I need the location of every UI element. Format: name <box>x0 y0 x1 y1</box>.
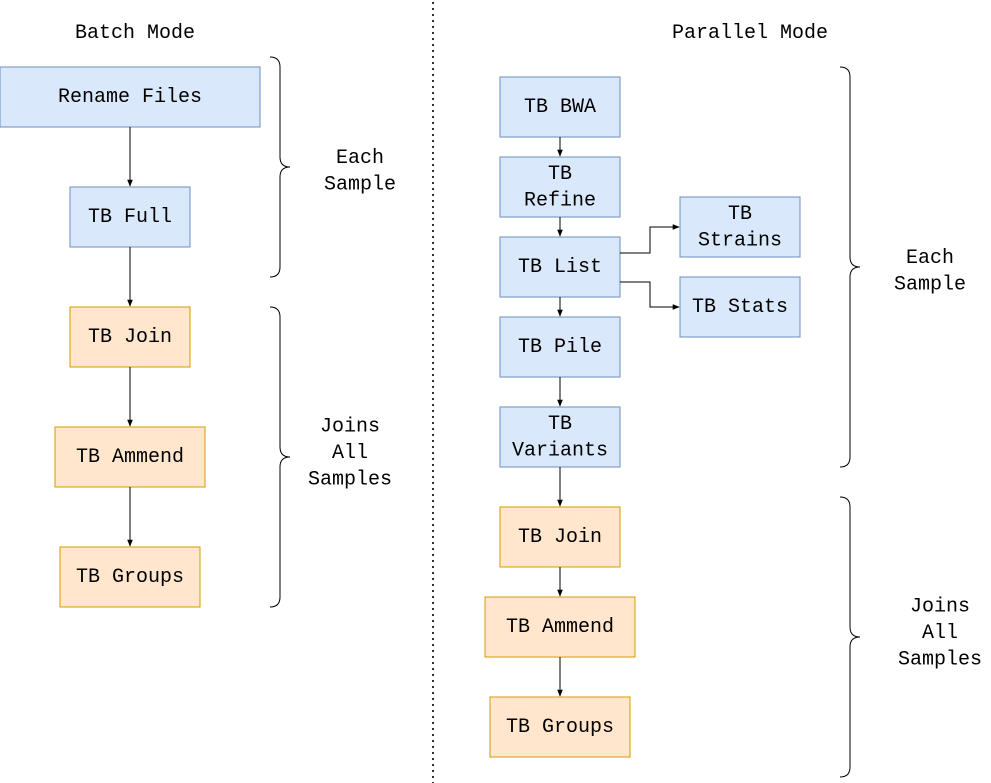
label-line: Joins <box>320 415 380 438</box>
batch-mode-title: Batch Mode <box>75 22 195 45</box>
label-line: TB Pile <box>518 336 602 359</box>
node-box <box>69 306 191 368</box>
node-box <box>499 156 621 218</box>
parallel-node-tb-join: TB Join <box>499 506 621 568</box>
parallel-mode-title: Parallel Mode <box>672 22 828 45</box>
batch-brace-each-sample <box>269 56 291 278</box>
parallel-node-tb-variants: TB Variants <box>499 406 621 468</box>
label-line: Refine <box>524 189 596 212</box>
node-label: TB Groups <box>76 566 184 589</box>
label-line: Strains <box>698 229 782 252</box>
node-label: TB Join <box>88 326 172 349</box>
batch-node-rename-files: Rename Files <box>0 66 261 128</box>
parallel-node-tb-refine: TB Refine <box>499 156 621 218</box>
node-label: TB Ammend <box>76 446 184 469</box>
node-box <box>69 186 191 248</box>
label-line: TB Join <box>518 526 602 549</box>
node-box <box>54 426 206 488</box>
arrow-list-to-strains <box>620 224 680 254</box>
node-label: TB Variants <box>512 412 608 462</box>
node-label: TB Stats <box>692 296 788 319</box>
batch-node-tb-full: TB Full <box>69 186 191 248</box>
node-box <box>59 546 201 608</box>
label-line: TB Groups <box>506 716 614 739</box>
label-line: TB Ammend <box>76 446 184 469</box>
label-line: TB <box>548 412 572 435</box>
node-label: TB Pile <box>518 336 602 359</box>
node-box <box>489 696 631 758</box>
label-line: Each <box>336 146 384 169</box>
parallel-brace-joins-all-samples <box>839 496 861 778</box>
label-line: TB Join <box>88 326 172 349</box>
label-line: TB List <box>518 256 602 279</box>
node-label: Rename Files <box>58 86 202 109</box>
label-line: TB Stats <box>692 296 788 319</box>
node-box <box>679 276 801 338</box>
parallel-node-tb-groups: TB Groups <box>489 696 631 758</box>
node-box <box>499 316 621 378</box>
label-line: Variants <box>512 439 608 462</box>
label-line: All <box>332 442 368 465</box>
node-box <box>0 66 261 128</box>
label-line: All <box>922 622 958 645</box>
label-line: TB BWA <box>524 96 596 119</box>
parallel-node-tb-stats: TB Stats <box>679 276 801 338</box>
label-line: Sample <box>324 173 396 196</box>
parallel-brace-each-sample <box>839 66 861 468</box>
arrow-list-to-stats <box>620 281 680 310</box>
label-line: Samples <box>898 648 982 671</box>
node-label: TB Ammend <box>506 616 614 639</box>
label-line: Each <box>906 246 954 269</box>
label-line: Sample <box>894 273 966 296</box>
node-label: TB Refine <box>524 162 596 212</box>
batch-node-tb-groups: TB Groups <box>59 546 201 608</box>
node-box <box>679 196 801 258</box>
node-box <box>499 406 621 468</box>
parallel-node-tb-pile: TB Pile <box>499 316 621 378</box>
node-label: TB List <box>518 256 602 279</box>
parallel-node-tb-list: TB List <box>499 236 621 298</box>
batch-node-tb-join: TB Join <box>69 306 191 368</box>
node-box <box>499 76 621 138</box>
label-line: Joins <box>910 595 970 618</box>
label-line: TB Groups <box>76 566 184 589</box>
label-line: Rename Files <box>58 86 202 109</box>
node-label: TB BWA <box>524 96 596 119</box>
node-label: TB Join <box>518 526 602 549</box>
label-line: TB Ammend <box>506 616 614 639</box>
label-line: TB Full <box>88 206 172 229</box>
parallel-node-tb-ammend: TB Ammend <box>484 596 636 658</box>
node-box <box>499 236 621 298</box>
batch-brace-joins-all-samples <box>269 306 291 608</box>
parallel-node-tb-strains: TB Strains <box>679 196 801 258</box>
label-line: Samples <box>308 468 392 491</box>
node-label: TB Full <box>88 206 172 229</box>
label-line: TB <box>548 162 572 185</box>
node-label: TB Strains <box>698 202 782 252</box>
label-line: TB <box>728 202 752 225</box>
batch-node-tb-ammend: TB Ammend <box>54 426 206 488</box>
node-label: TB Groups <box>506 716 614 739</box>
parallel-node-tb-bwa: TB BWA <box>499 76 621 138</box>
